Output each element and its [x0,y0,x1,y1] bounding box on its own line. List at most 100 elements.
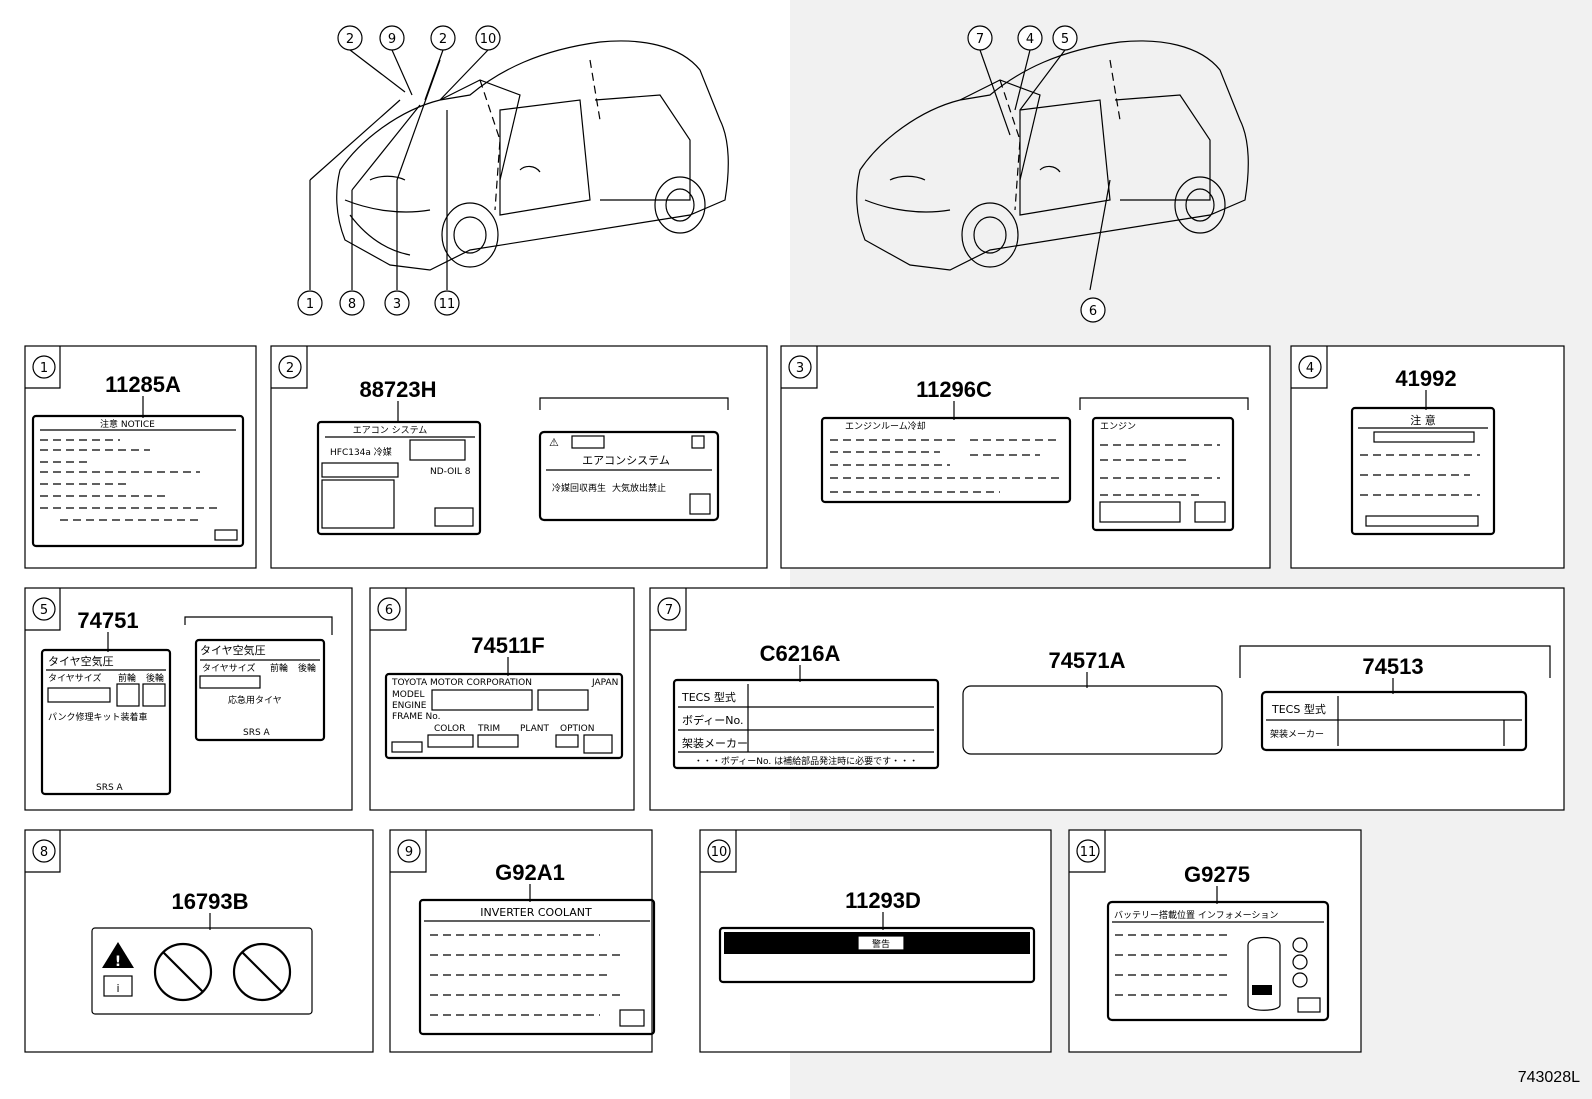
panel-number: 4 [1306,361,1314,376]
panel-number: 7 [665,603,673,618]
callout-label: 11 [439,297,456,312]
panel-11: 11 G9275 バッテリー搭載位置 インフォメーション [1068,829,1362,1053]
callout-label: 6 [1089,304,1097,319]
callout-left-bottom-2: 8 [339,290,365,316]
panel-3: 3 11296C エンジンルーム冷却 エンジン [780,345,1271,569]
diagram-code: 743028L [1518,1069,1580,1086]
label-text: エンジン [1100,422,1136,432]
part-number: 74571A [1048,648,1125,673]
panel-1: 1 11285A 注意 NOTICE [24,345,257,569]
label-text: 前輪 [270,662,288,674]
label-drawing [31,414,245,548]
callout-label: 3 [393,297,401,312]
label-text: TOYOTA MOTOR CORPORATION [391,678,532,688]
label-text: JAPAN [591,678,618,688]
label-text: PLANT [520,724,550,734]
label-text: 応急用タイヤ [228,694,282,706]
callout-left-bottom-4: 11 [434,290,460,316]
label-text: 架装メーカー [682,737,748,750]
part-number: 11285A [105,372,181,397]
panel-number: 5 [40,603,48,618]
callout-left-bottom-3: 3 [384,290,410,316]
label-text: 注意 NOTICE [100,418,155,430]
label-text: TECS 型式 [1271,702,1326,716]
part-number: 88723H [359,377,436,402]
label-text: TECS 型式 [681,690,736,704]
label-text: エアコン システム [353,425,428,436]
callout-label: 10 [480,32,497,47]
callout-label: 2 [346,32,354,47]
label-text: 後輪 [298,662,316,674]
panel-number: 9 [405,845,413,860]
label-text: 前輪 [118,672,136,684]
label-text: FRAME No. [392,712,440,722]
panel-number: 6 [385,603,393,618]
panel-10: 10 11293D 警告 [699,829,1052,1053]
warning-icon: ! [115,954,121,970]
label-text: COLOR [434,724,465,734]
panel-number: 11 [1080,845,1097,860]
warning-icon: ⚠ [549,436,559,449]
callout-label: 4 [1026,32,1034,47]
part-number: 11296C [916,377,992,402]
panel-8: 8 16793B ! i [24,829,374,1053]
panel-number: 2 [286,361,294,376]
label-text: タイヤ空気圧 [200,643,266,657]
car-right [856,40,1249,271]
panel-number: 1 [40,361,48,376]
label-text: 架装メーカー [1270,728,1324,740]
label-text: タイヤサイズ [202,662,255,674]
label-text: ボディーNo. [682,713,744,727]
panel-5: 5 74751 タイヤ空気圧 タイヤサイズ 前輪 後輪 パンク修理キット装着車 … [24,587,353,811]
label-text: 冷媒回収再生 [552,482,606,494]
callout-right-top-3: 5 [1052,25,1078,51]
battery-location-car-icon [1247,936,1281,1011]
label-text: エンジンルーム冷却 [845,420,926,432]
leader-lines-left [309,49,489,290]
callout-left-top-3: 2 [430,25,456,51]
label-text: INVERTER COOLANT [480,906,592,919]
callout-left-top-4: 10 [475,25,501,51]
callout-left-top-1: 2 [337,25,363,51]
callout-label: 1 [306,297,314,312]
label-text: エアコンシステム [582,454,670,467]
label-text: タイヤ空気圧 [48,654,114,668]
label-text: 注 意 [1410,413,1436,427]
callout-label: 7 [976,32,984,47]
callout-left-bottom-1: 1 [297,290,323,316]
label-text: 大気放出禁止 [612,482,666,494]
part-number: 41992 [1395,366,1456,391]
part-number: G92A1 [495,860,565,885]
callout-label: 5 [1061,32,1069,47]
label-text: SRS A [96,783,124,793]
callout-left-top-2: 9 [379,25,405,51]
callout-label: 8 [348,297,356,312]
panel-4: 4 41992 注 意 [1290,345,1565,569]
label-text: パンク修理キット装着車 [48,711,147,723]
part-number: C6216A [760,641,841,666]
info-icon: i [116,982,119,995]
part-number: 11293D [845,888,921,913]
panel-2: 2 88723H エアコン システム HFC134a 冷媒 ND-OIL 8 ⚠… [270,345,768,569]
part-number: G9275 [1184,862,1250,887]
label-text: MODEL [392,690,424,700]
no-rear-child-icon [232,942,292,1002]
label-text: ・・・ボディーNo. は補給部品発注時に必要です・・・ [694,755,918,767]
panel-number: 10 [711,845,728,860]
part-number: 74513 [1362,654,1423,679]
label-text: タイヤサイズ [48,672,101,684]
callout-right-bottom-1: 6 [1080,297,1106,323]
manual-icon [103,975,133,997]
label-text: OPTION [560,724,594,734]
label-text: ND-OIL 8 [430,467,471,477]
part-number: 74511F [471,633,544,658]
callout-label: 9 [388,32,396,47]
label-text: 後輪 [146,672,164,684]
callout-right-top-1: 7 [967,25,993,51]
label-text: SRS A [243,728,271,738]
battery-icon [1252,985,1272,995]
part-number: 16793B [171,889,248,914]
panel-9: 9 G92A1 INVERTER COOLANT [389,829,656,1053]
callout-right-top-2: 4 [1017,25,1043,51]
label-text: ENGINE [392,701,427,711]
